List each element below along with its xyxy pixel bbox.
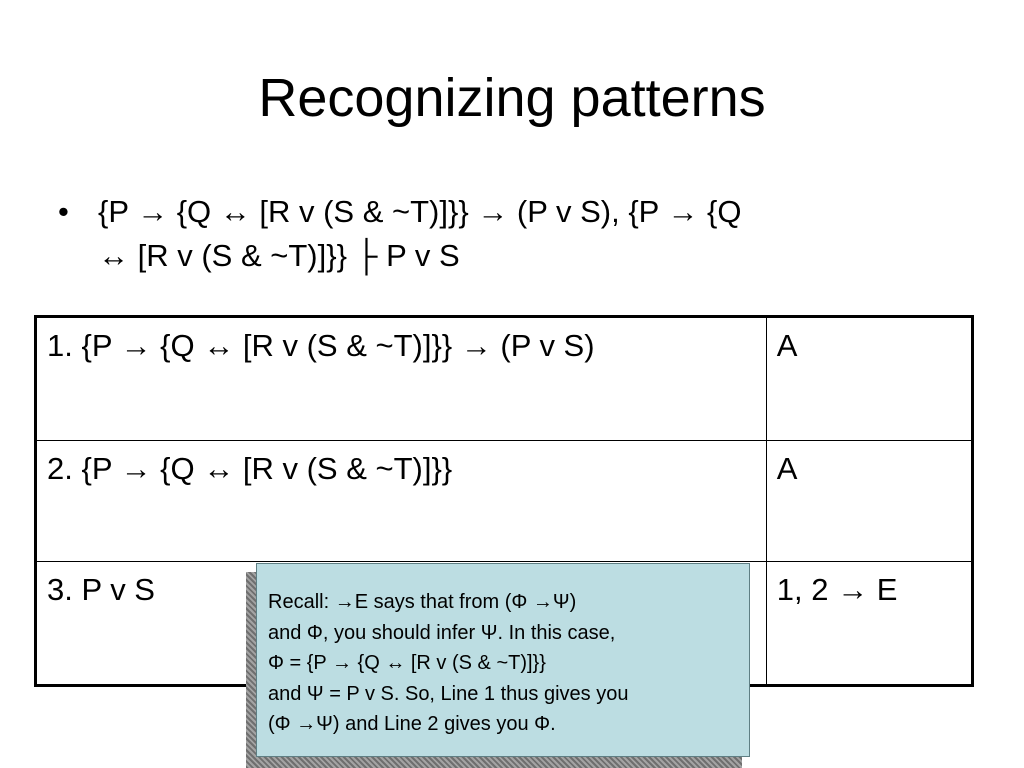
proof-formula-cell: 2. {P → {Q ↔ [R v (S & ~T)]}} xyxy=(35,439,767,563)
proof-justification-cell: A xyxy=(765,316,974,441)
proof-formula-cell: 1. {P → {Q ↔ [R v (S & ~T)]}} → (P v S) xyxy=(35,316,767,441)
bullet-line: ↔ [R v (S & ~T)]}} ├ P v S xyxy=(98,238,460,273)
recall-callout: Recall: →E says that from (Φ →Ψ) and Φ, … xyxy=(256,563,750,757)
proof-justification-cell: 1, 2 → E xyxy=(765,561,974,686)
bullet-text: {P → {Q ↔ [R v (S & ~T)]}} → (P v S), {P… xyxy=(98,190,958,278)
bullet-line: {P → {Q ↔ [R v (S & ~T)]}} → (P v S), {P… xyxy=(98,194,742,229)
callout-line: and Φ, you should infer Ψ. In this case, xyxy=(268,621,616,644)
callout-line: Φ = {P → {Q ↔ [R v (S & ~T)]}} xyxy=(268,652,546,674)
table-row: 2. {P → {Q ↔ [R v (S & ~T)]}} A xyxy=(35,439,974,563)
table-row: 1. {P → {Q ↔ [R v (S & ~T)]}} → (P v S) … xyxy=(35,316,974,441)
callout-line: and Ψ = P v S. So, Line 1 thus gives you xyxy=(268,682,629,705)
proof-justification-cell: A xyxy=(765,439,974,563)
slide-title: Recognizing patterns xyxy=(258,68,766,128)
callout-line: (Φ →Ψ) and Line 2 gives you Φ. xyxy=(268,713,556,735)
bullet-marker: • xyxy=(58,194,69,229)
callout-line: Recall: →E says that from (Φ →Ψ) xyxy=(268,591,577,613)
